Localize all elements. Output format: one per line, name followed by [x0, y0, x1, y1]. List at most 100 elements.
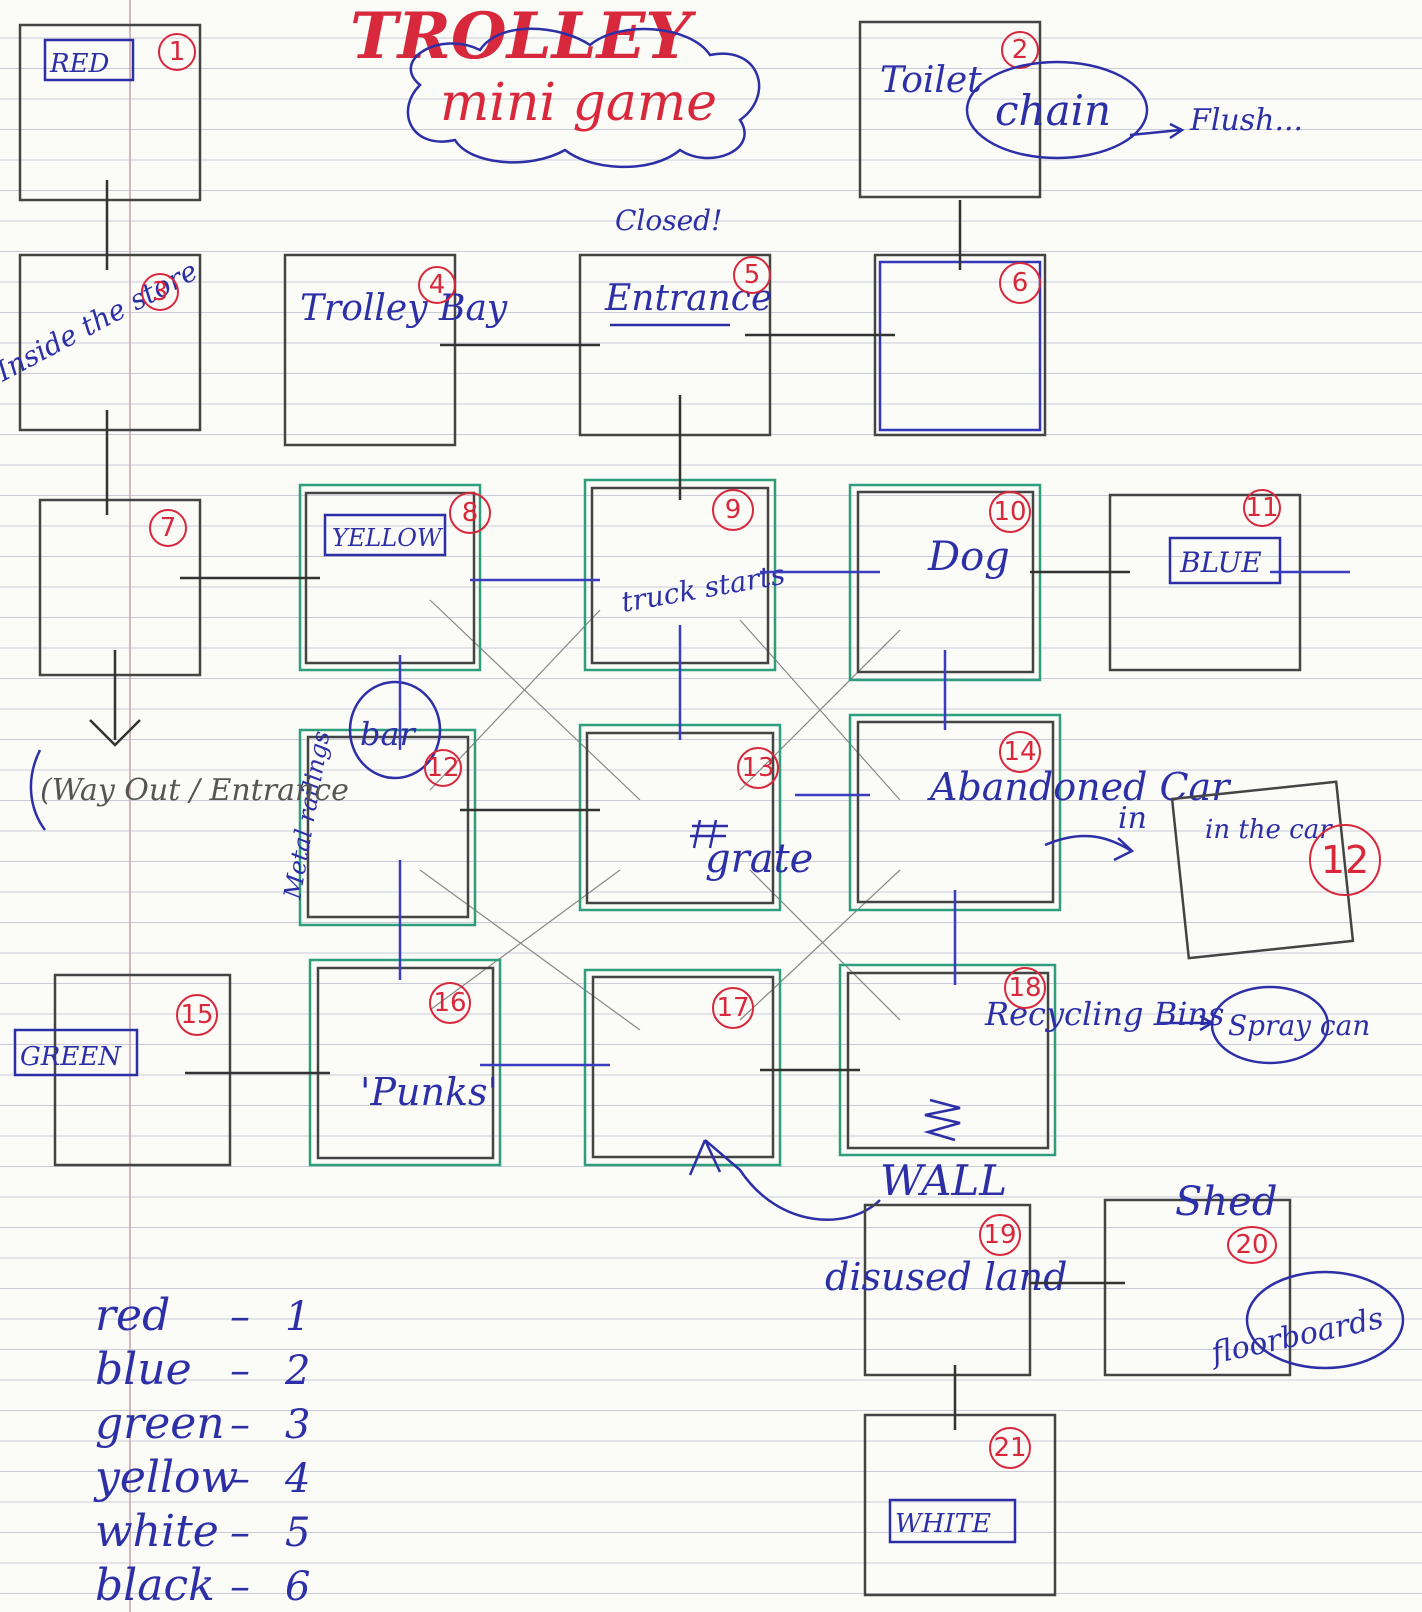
- legend-color: blue: [95, 1344, 192, 1395]
- room-8-label-box: [323, 513, 447, 557]
- room-20: Shed 20 floorboards: [1103, 1179, 1405, 1377]
- room-9-label: truck starts: [619, 558, 788, 619]
- pencil-guides: [419, 599, 901, 1031]
- room-11-number: 11: [1245, 493, 1278, 523]
- room-20-note-oval: [1245, 1270, 1405, 1370]
- legend-value: 1: [285, 1294, 310, 1340]
- legend-dash: –: [230, 1564, 250, 1610]
- room-18-label: Recycling Bins: [984, 995, 1224, 1033]
- room-8-label: YELLOW: [332, 524, 444, 552]
- legend-dash: –: [230, 1348, 250, 1394]
- title-line1: TROLLEY: [350, 0, 696, 74]
- room-9: truck starts 9: [583, 478, 788, 672]
- title: TROLLEY mini game: [350, 0, 761, 169]
- way-out-label: (Way Out / Entrance: [40, 773, 349, 808]
- room-1-number: 1: [169, 37, 186, 67]
- room-21: WHITE 21: [863, 1413, 1057, 1597]
- room-in-the-car: in the car 12: [1170, 780, 1381, 960]
- room-18: Recycling Bins 18 Spray can: [838, 963, 1370, 1157]
- room-2-number: 2: [1012, 35, 1029, 65]
- room-in-the-car-number: 12: [1321, 838, 1369, 882]
- legend-color: white: [95, 1506, 219, 1557]
- room-in-the-car-label: in the car: [1205, 815, 1333, 845]
- legend-dash: –: [230, 1294, 250, 1340]
- room-12-note-oval: [348, 680, 442, 780]
- room-5: Closed! Entrance 5: [578, 204, 772, 437]
- room-13-number: 13: [741, 753, 774, 783]
- room-12-note: bar: [360, 715, 417, 753]
- room-19-label: disused land: [825, 1255, 1067, 1299]
- room-20-number: 20: [1235, 1230, 1268, 1260]
- room-19: disused land 19: [825, 1203, 1067, 1377]
- room-14-number: 14: [1003, 737, 1036, 767]
- room-2-label: Toilet: [880, 60, 982, 101]
- room-6-number: 6: [1012, 268, 1029, 298]
- room-4-number: 4: [429, 270, 446, 300]
- room-17-number: 17: [716, 993, 749, 1023]
- room-4-label: Trolley Bay: [300, 288, 508, 329]
- room-13-label: grate: [705, 836, 813, 882]
- room-4: Trolley Bay 4: [283, 253, 508, 447]
- room-16-number: 16: [433, 988, 466, 1018]
- room-7-number: 7: [160, 513, 177, 543]
- legend-dash: –: [230, 1510, 250, 1556]
- legend-value: 6: [285, 1564, 310, 1610]
- room-11-label-box: [1168, 536, 1282, 585]
- room-14-label: Abandoned Car: [927, 765, 1232, 809]
- legend-color: red: [95, 1290, 170, 1341]
- legend-dash: –: [230, 1456, 250, 1502]
- rooms: RED 1 Toilet 2 chain Flush... Inside the…: [0, 20, 1405, 1597]
- room-14-arrow-note: in: [1118, 801, 1147, 836]
- wall: WALL: [688, 1098, 1007, 1221]
- room-21-label-box: [888, 1498, 1017, 1544]
- room-2-note: chain: [995, 86, 1111, 135]
- room-9-number: 9: [725, 495, 742, 525]
- legend-value: 2: [284, 1348, 310, 1394]
- room-1-label-box: [43, 38, 135, 82]
- title-line2: mini game: [440, 73, 717, 133]
- room-16: 'Punks' 16: [308, 958, 502, 1167]
- room-12-label: Metal railings: [278, 729, 335, 902]
- room-7: 7: [38, 498, 202, 677]
- room-5-number: 5: [744, 260, 761, 290]
- room-2-arrow-note: Flush...: [1189, 103, 1303, 138]
- legend-value: 3: [285, 1402, 310, 1448]
- room-1-label: RED: [49, 49, 110, 79]
- room-15-number: 15: [180, 1000, 213, 1030]
- room-18-note: Spray can: [1228, 1009, 1370, 1042]
- room-5-note: Closed!: [615, 204, 722, 237]
- room-8: YELLOW 8: [298, 483, 491, 672]
- room-14: Abandoned Car 14 in: [848, 713, 1232, 912]
- room-20-note: floorboards: [1206, 1301, 1386, 1372]
- room-19-number: 19: [983, 1220, 1016, 1250]
- wall-label: WALL: [880, 1156, 1007, 1205]
- room-11: BLUE 11: [1108, 489, 1302, 672]
- room-1: RED 1: [18, 23, 202, 202]
- legend-color: yellow: [93, 1452, 238, 1503]
- legend-value: 4: [284, 1456, 310, 1502]
- room-10-number: 10: [993, 497, 1026, 527]
- room-16-label: 'Punks': [360, 1070, 498, 1114]
- room-15: GREEN 15: [13, 973, 232, 1167]
- room-13: grate 13: [578, 723, 813, 912]
- room-17: 17: [583, 968, 782, 1167]
- room-18-note-oval: [1210, 985, 1330, 1065]
- connectors: [89, 180, 1350, 1430]
- room-5-label: Entrance: [604, 278, 772, 319]
- room-8-number: 8: [462, 498, 479, 528]
- legend-color: green: [95, 1398, 225, 1449]
- room-3-label: Inside the store: [0, 254, 203, 388]
- room-15-label-box: [13, 1028, 139, 1077]
- room-3-number: 3: [152, 277, 169, 307]
- room-10-label: Dog: [927, 534, 1010, 580]
- room-2: Toilet 2 chain Flush...: [858, 20, 1303, 199]
- room-12-number: 12: [426, 753, 459, 783]
- way-out-note: (Way Out / Entrance: [29, 749, 349, 831]
- legend-dash: –: [230, 1402, 250, 1448]
- room-21-number: 21: [993, 1433, 1026, 1463]
- legend-value: 5: [285, 1510, 310, 1556]
- room-21-label: WHITE: [895, 1509, 991, 1539]
- room-20-label: Shed: [1175, 1179, 1277, 1225]
